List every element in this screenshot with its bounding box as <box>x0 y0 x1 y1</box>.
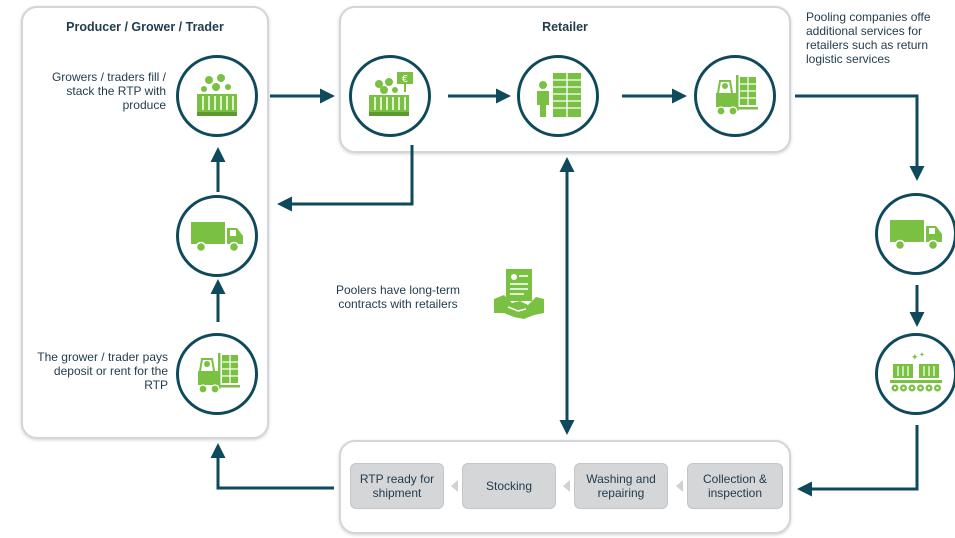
producer-crate-circle <box>176 55 258 137</box>
step-chevron <box>563 480 570 492</box>
retailer-worker-circle <box>517 55 599 137</box>
grower-pays-label: The grower / trader pays deposit or rent… <box>37 350 168 392</box>
step-washing-repairing: Washing and repairing <box>574 463 668 509</box>
pooling-services-label: Pooling companies offe additional servic… <box>806 10 931 66</box>
producer-panel-title: Producer / Grower / Trader <box>66 20 224 34</box>
svg-text:✦: ✦ <box>919 351 925 359</box>
forklift-icon <box>716 75 758 116</box>
contract-handshake-icon <box>494 269 544 319</box>
worker-pallets-icon <box>537 73 581 117</box>
step-rtp-ready: RTP ready for shipment <box>350 463 444 509</box>
step-chevron <box>451 480 458 492</box>
truck-icon <box>890 220 942 251</box>
producer-forklift-circle <box>176 333 258 415</box>
step-collection-inspection: Collection & inspection <box>687 463 783 509</box>
conveyor-icon: ✦ ✦ <box>890 351 942 392</box>
conveyor-circle: ✦ ✦ <box>875 333 955 415</box>
crate-euro-icon: € <box>369 72 413 116</box>
truck-icon <box>191 222 243 253</box>
retailer-panel-title: Retailer <box>542 20 588 34</box>
producer-truck-circle <box>176 195 258 277</box>
return-truck-circle <box>875 193 955 275</box>
svg-text:✦: ✦ <box>911 353 919 363</box>
step-stocking: Stocking <box>462 463 556 509</box>
retailer-crate-euro-circle: € <box>349 55 431 137</box>
forklift-icon <box>198 353 240 394</box>
growers-fill-label: Growers / traders fill / stack the RTP w… <box>51 70 166 112</box>
poolers-contracts-label: Poolers have long-term contracts with re… <box>335 283 461 311</box>
crate-produce-icon <box>197 74 237 116</box>
svg-text:€: € <box>402 74 408 85</box>
step-chevron <box>676 480 683 492</box>
retailer-forklift-circle <box>694 55 776 137</box>
